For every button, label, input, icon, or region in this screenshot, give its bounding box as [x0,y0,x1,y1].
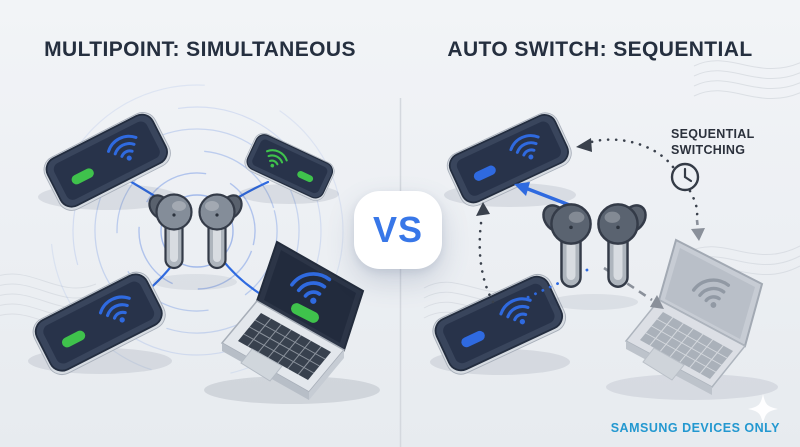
status-pill [297,171,314,183]
left-panel-title: MULTIPOINT: SIMULTANEOUS [44,38,356,61]
vs-badge: VS [354,191,442,269]
phone-top-left [38,106,178,217]
earbud-left [143,190,193,270]
footer-note: SAMSUNG DEVICES ONLY [610,421,780,435]
arrow-switch-up [476,202,495,304]
earbuds [537,199,652,310]
phone-top [441,107,577,212]
earbuds [143,190,248,290]
earbud-right [198,190,248,270]
sparkle-icon [748,394,778,424]
arrow-earbuds-to-laptop [603,266,664,309]
callout-line-2: SWITCHING [671,143,746,157]
trackpad [642,347,685,381]
right-panel-title: AUTO SWITCH: SEQUENTIAL [447,38,753,61]
arrow-switch-to-phone [576,138,675,169]
left-scene [27,84,380,404]
laptop-right [606,238,778,400]
clock-icon [670,162,700,192]
status-pill [473,165,496,181]
connection-line-laptop [219,256,264,297]
status-pill [461,330,485,348]
right-scene [427,107,778,424]
phone-bottom [427,268,572,380]
phone-top-right [239,129,339,205]
laptop-left [204,240,380,404]
keyboard [238,313,331,382]
phone-bottom-left [27,266,172,381]
sequential-switching-label: SEQUENTIAL SWITCHING [671,126,755,158]
callout-line-1: SEQUENTIAL [671,127,755,141]
trackpad [240,348,283,382]
status-pill [291,303,319,323]
keyboard [640,312,733,381]
earbud-left [537,199,592,288]
earbud-right [597,199,652,288]
status-pill [71,168,94,185]
status-pill [61,330,86,348]
arrow-switch-to-laptop [688,189,705,241]
vs-label: VS [372,209,424,250]
arrow-active-connection [514,182,574,208]
